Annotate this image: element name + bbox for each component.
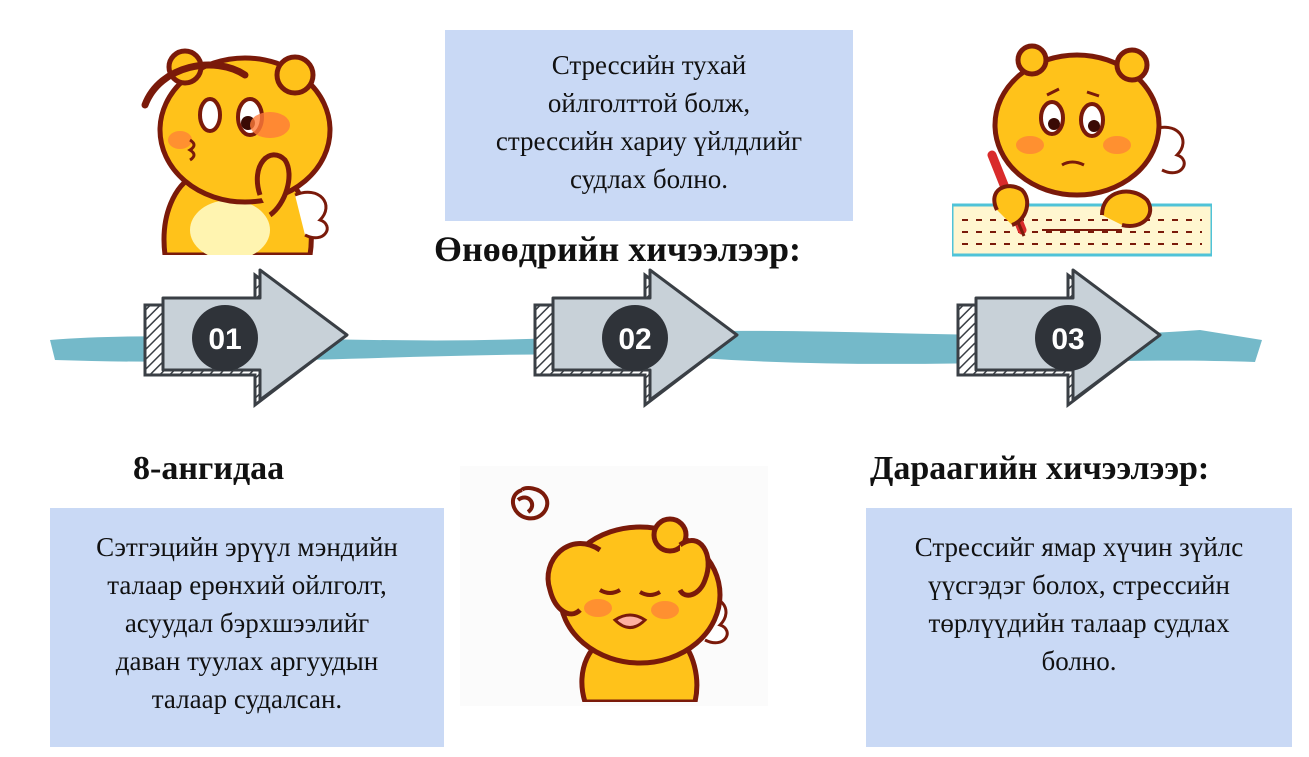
center-text-box: Стрессийн тухай ойлголттой болж, стресси… — [445, 30, 853, 221]
step-number-01: 01 — [208, 323, 241, 356]
headache-character-icon — [511, 486, 729, 702]
step-circle-02 — [602, 305, 668, 371]
step-arrow-03: 03 — [956, 268, 1162, 409]
step-circle-03 — [1035, 305, 1101, 371]
thinking-character-icon — [141, 48, 333, 255]
right-text-box: Стрессийг ямар хүчин зүйлс үүсгэдэг боло… — [866, 508, 1292, 747]
step-number-02: 02 — [618, 323, 651, 356]
center-text: Стрессийн тухай ойлголттой болж, стресси… — [495, 50, 803, 194]
step-circle-01 — [192, 305, 258, 371]
left-text-box: Сэтгэцийн эрүүл мэндийн талаар ерөнхий о… — [50, 508, 444, 747]
center-title: Өнөөдрийн хичээлээр: — [434, 229, 802, 269]
left-text: Сэтгэцийн эрүүл мэндийн талаар ерөнхий о… — [96, 532, 398, 714]
right-text: Стрессийг ямар хүчин зүйлс үүсгэдэг боло… — [914, 532, 1244, 676]
step-number-03: 03 — [1051, 323, 1084, 356]
step-arrow-01: 01 — [143, 268, 349, 409]
left-title: 8-ангидаа — [133, 450, 285, 487]
step-arrow-02: 02 — [533, 268, 739, 409]
right-title: Дараагийн хичээлээр: — [870, 450, 1210, 487]
writing-character-icon — [952, 43, 1212, 257]
step-arrows: 01 02 03 — [143, 268, 1162, 409]
